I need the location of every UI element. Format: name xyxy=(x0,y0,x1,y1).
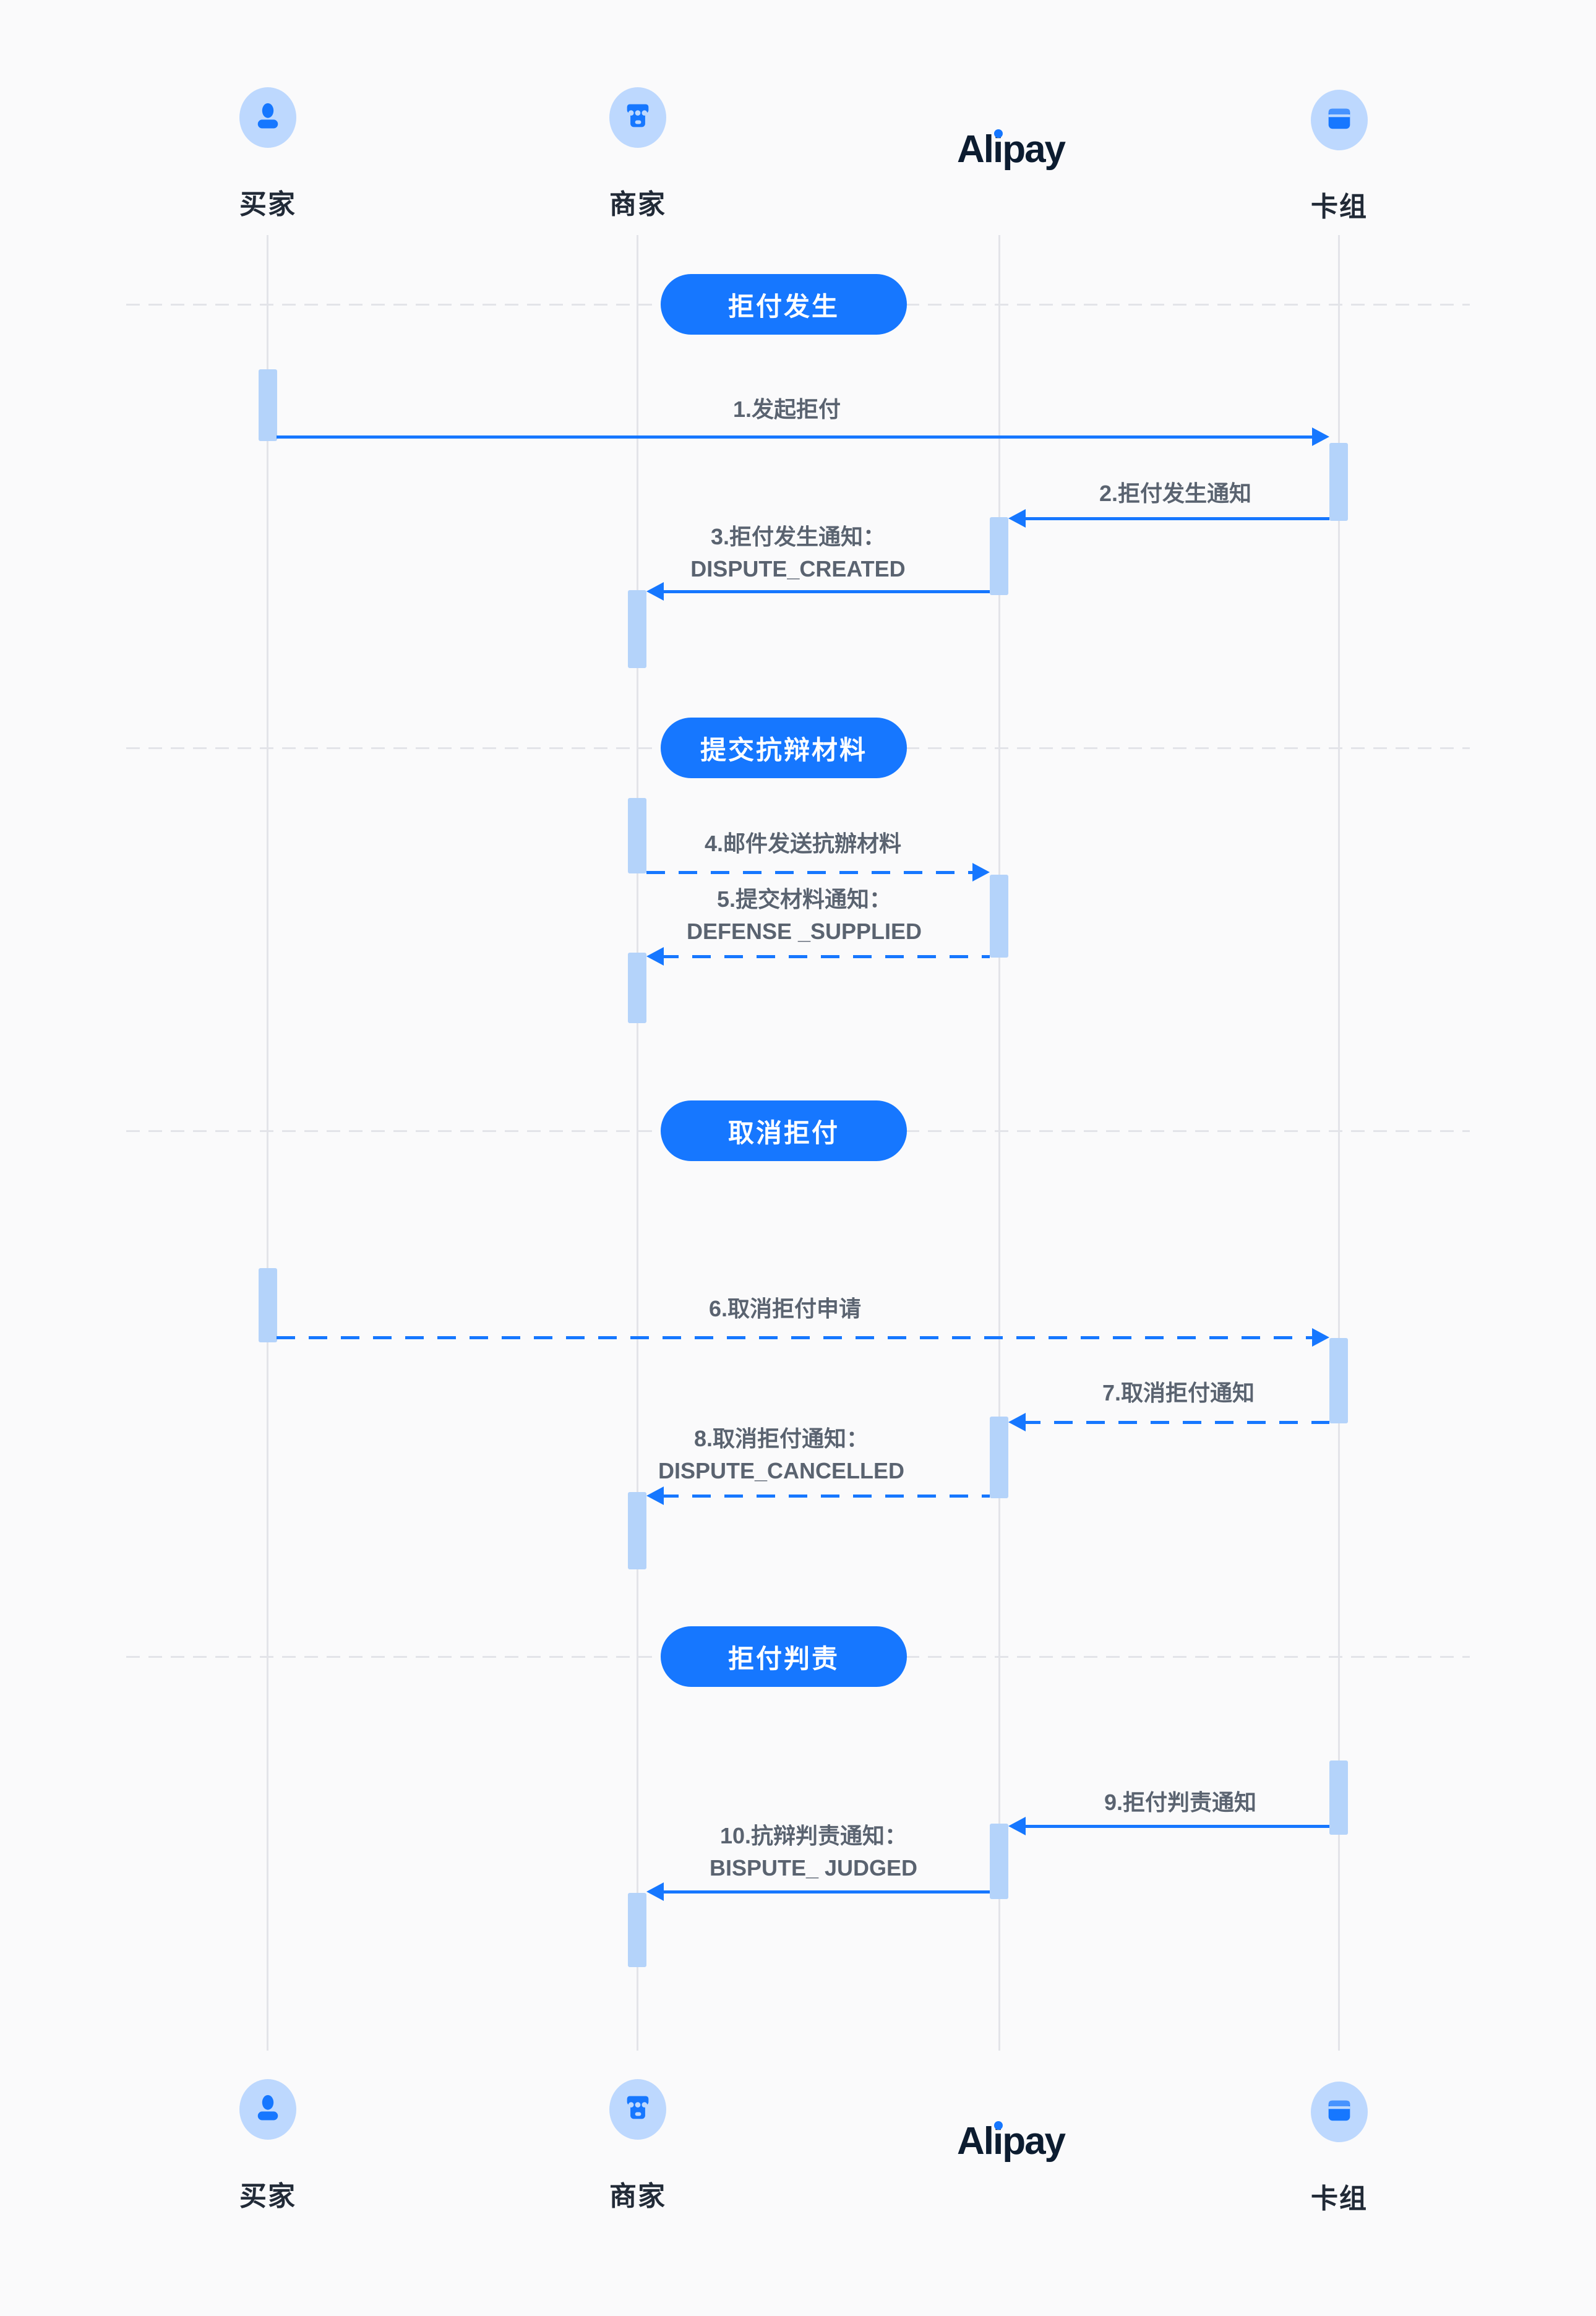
actor-buyer-bottom: 买家 xyxy=(239,2079,296,2213)
lifeline-alipay xyxy=(998,235,1000,2051)
arrow-10-head xyxy=(646,1882,664,1901)
arrow-5-head xyxy=(646,947,664,966)
message-7-label: 7.取消拒付通知 xyxy=(1102,1380,1255,1405)
message-8-text: 8.取消拒付通知： xyxy=(693,1426,869,1451)
actor-label-buyer: 买家 xyxy=(239,189,296,220)
arrow-6-head xyxy=(1312,1328,1329,1347)
actor-label-cardorg-bottom: 卡组 xyxy=(1311,2184,1368,2214)
phase-badge-4: 拒付判责 xyxy=(661,1626,907,1687)
message-8-label: 8.取消拒付通知： DISPUTE_CANCELLED xyxy=(658,1423,904,1487)
card-icon xyxy=(1323,103,1355,138)
alipay-logo-dot xyxy=(993,129,1003,138)
activation-alipay-2 xyxy=(990,875,1008,958)
arrow-3-head xyxy=(646,582,664,601)
alipay-logo-dot xyxy=(993,2121,1003,2130)
arrow-2-line xyxy=(1022,517,1329,520)
phase-badge-3: 取消拒付 xyxy=(661,1100,907,1161)
activation-alipay-1 xyxy=(990,517,1008,595)
actor-cardorg-bottom: 卡组 xyxy=(1311,2082,1368,2216)
person-icon xyxy=(252,2092,284,2127)
person-icon xyxy=(252,100,284,135)
store-icon xyxy=(622,100,654,135)
alipay-wordmark: Alipay xyxy=(956,2120,1066,2163)
phase-badge-1: 拒付发生 xyxy=(661,274,907,335)
buyer-avatar-bottom xyxy=(239,2079,296,2140)
activation-cardorg-1 xyxy=(1329,443,1348,521)
activation-cardorg-2 xyxy=(1329,1338,1348,1423)
message-5-code: DEFENSE _SUPPLIED xyxy=(686,919,922,944)
activation-merchant-2 xyxy=(628,798,646,873)
activation-merchant-1 xyxy=(628,590,646,668)
message-5-text: 5.提交材料通知： xyxy=(716,886,892,912)
arrow-7-line xyxy=(1022,1421,1329,1424)
arrow-1-line xyxy=(277,435,1312,439)
arrow-6-line xyxy=(277,1336,1312,1339)
arrow-8-line xyxy=(660,1495,990,1498)
merchant-avatar-bottom xyxy=(609,2079,666,2140)
lifeline-cardorg xyxy=(1338,235,1340,2051)
alipay-wordmark: Alipay xyxy=(956,128,1066,171)
message-8-code: DISPUTE_CANCELLED xyxy=(658,1458,905,1483)
arrow-9-head xyxy=(1008,1817,1026,1835)
activation-alipay-3 xyxy=(990,1417,1008,1498)
arrow-4-line xyxy=(646,871,972,874)
actor-label-buyer-bottom: 买家 xyxy=(239,2181,296,2211)
arrow-8-head xyxy=(646,1486,664,1505)
arrow-5-line xyxy=(660,955,990,958)
message-10-code: BISPUTE_ JUDGED xyxy=(709,1855,918,1881)
activation-buyer-1 xyxy=(259,369,277,441)
activation-alipay-4 xyxy=(990,1824,1008,1899)
message-9-label: 9.拒付判责通知 xyxy=(1104,1790,1257,1815)
actor-cardorg-top: 卡组 xyxy=(1311,90,1368,224)
arrow-1-head xyxy=(1312,427,1329,446)
arrow-9-line xyxy=(1022,1825,1329,1828)
actor-merchant-bottom: 商家 xyxy=(609,2079,666,2213)
message-10-label: 10.抗辩判责通知： BISPUTE_ JUDGED xyxy=(710,1820,917,1884)
merchant-avatar xyxy=(609,87,666,148)
activation-cardorg-3 xyxy=(1329,1761,1348,1835)
message-3-text: 3.拒付发生通知： xyxy=(710,524,886,549)
message-2-label: 2.拒付发生通知 xyxy=(1099,481,1252,506)
arrow-3-line xyxy=(660,590,990,593)
message-4-label: 4.邮件发送抗辦材料 xyxy=(704,831,902,856)
arrow-2-head xyxy=(1008,509,1026,528)
message-10-text: 10.抗辩判责通知： xyxy=(719,1823,907,1848)
message-1-label: 1.发起拒付 xyxy=(732,397,841,422)
lifeline-buyer xyxy=(267,235,268,2051)
activation-merchant-5 xyxy=(628,1893,646,1967)
message-5-label: 5.提交材料通知： DEFENSE _SUPPLIED xyxy=(687,883,922,948)
cardorg-avatar xyxy=(1311,90,1368,150)
card-icon xyxy=(1323,2095,1355,2130)
arrow-7-head xyxy=(1008,1413,1026,1431)
arrow-10-line xyxy=(660,1890,990,1894)
arrow-4-head xyxy=(972,863,990,881)
activation-merchant-3 xyxy=(628,953,646,1023)
actor-label-cardorg: 卡组 xyxy=(1311,192,1368,222)
actor-label-merchant-bottom: 商家 xyxy=(609,2181,666,2211)
message-3-code: DISPUTE_CREATED xyxy=(690,556,906,581)
lifeline-merchant xyxy=(637,235,638,2051)
cardorg-avatar-bottom xyxy=(1311,2082,1368,2142)
actor-merchant-top: 商家 xyxy=(609,87,666,221)
message-6-label: 6.取消拒付申请 xyxy=(708,1296,862,1321)
activation-merchant-4 xyxy=(628,1492,646,1569)
store-icon xyxy=(622,2092,654,2127)
phase-badge-2: 提交抗辩材料 xyxy=(661,718,907,778)
actor-label-merchant: 商家 xyxy=(609,189,666,220)
alipay-logo-bottom: Alipay xyxy=(956,2119,1066,2164)
message-3-label: 3.拒付发生通知： DISPUTE_CREATED xyxy=(690,521,905,585)
actor-buyer-top: 买家 xyxy=(239,87,296,221)
buyer-avatar xyxy=(239,87,296,148)
alipay-logo-top: Alipay xyxy=(956,127,1066,172)
activation-buyer-2 xyxy=(259,1268,277,1342)
